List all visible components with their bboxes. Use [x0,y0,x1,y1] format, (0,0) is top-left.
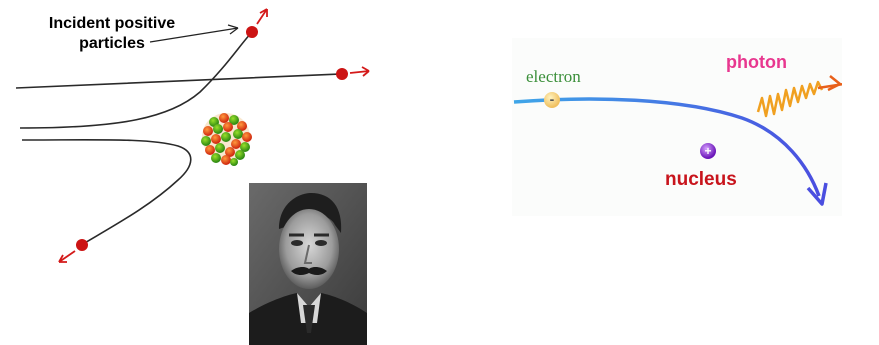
scattered-particle-right [336,68,348,80]
electron-label: electron [526,67,581,87]
portrait-photo [249,183,367,345]
bremsstrahlung-diagram: - + electron photon nucleus [512,38,842,216]
undeflected-path [16,74,340,88]
rutherford-scattering-diagram: Incident positive particles [0,0,420,345]
photon-arrowhead [828,76,840,90]
electron-sign: - [550,91,555,107]
nucleus-cluster [201,113,252,166]
photon-label: photon [726,52,787,73]
incident-label-line2: particles [32,34,192,54]
backscattered-path [22,140,191,244]
nucleus-label: nucleus [665,169,737,191]
incident-label-line1: Incident positive [32,14,192,34]
scattered-particle-top [246,26,258,38]
photon-wave [758,82,822,116]
incident-particles-label: Incident positive particles [32,14,192,54]
scattered-particle-bottom [76,239,88,251]
nucleus-sign: + [704,144,711,158]
